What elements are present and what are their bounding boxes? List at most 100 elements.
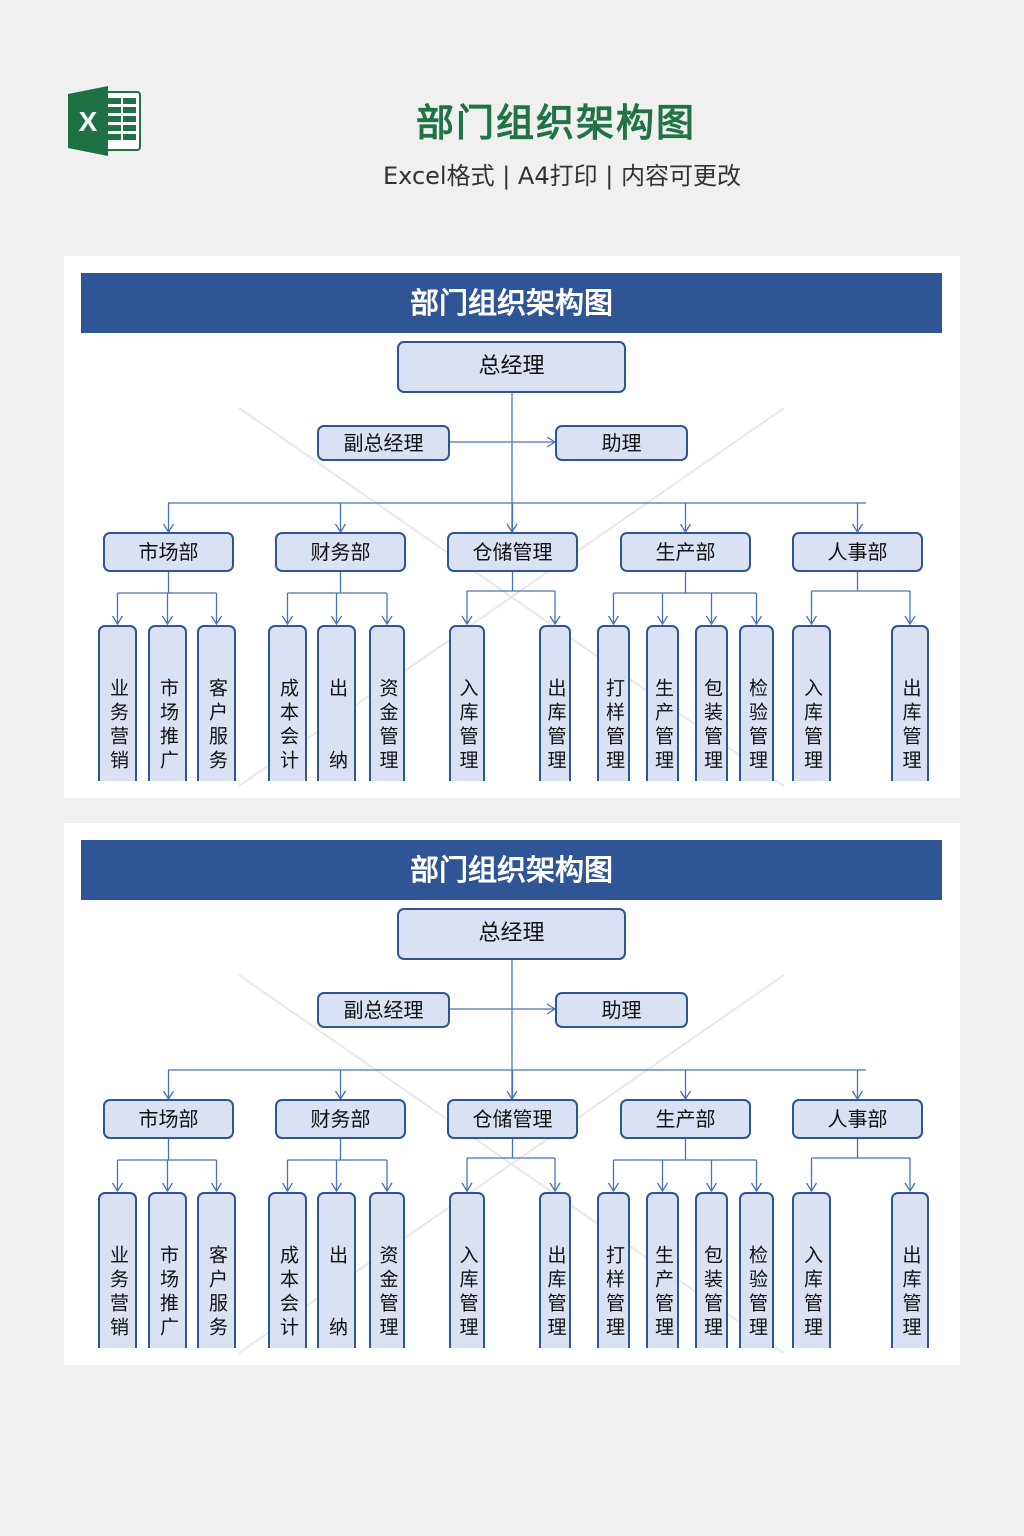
- chart-banner: 部门组织架构图: [81, 273, 942, 333]
- sub-unit-label: 资金管理: [376, 1245, 399, 1341]
- box-sub-unit: 客户服务: [197, 625, 236, 781]
- box-department: 财务部: [275, 532, 406, 572]
- sub-unit-label: 业务营销: [107, 1245, 129, 1341]
- box-sub-unit: 成本会计: [268, 1192, 307, 1348]
- sub-unit-label: 资金管理: [376, 678, 399, 774]
- sub-unit-label: 成本会计: [277, 678, 299, 774]
- sub-unit-label: 入库管理: [456, 1245, 479, 1341]
- svg-text:X: X: [79, 106, 98, 137]
- arrow-icon: [549, 1182, 561, 1193]
- sub-unit-label: 出 纳: [326, 678, 348, 774]
- box-sub-unit: 包装管理: [695, 625, 728, 781]
- arrow-icon: [805, 1182, 818, 1193]
- arrow-icon: [281, 1182, 294, 1193]
- box-sub-unit: 业务营销: [98, 625, 137, 781]
- box-sub-unit: 成本会计: [268, 625, 307, 781]
- sub-unit-label: 生产管理: [652, 1245, 674, 1341]
- box-department: 生产部: [620, 1099, 751, 1139]
- sub-unit-label: 生产管理: [652, 678, 674, 774]
- arrow-icon: [111, 615, 124, 626]
- box-sub-unit: 出库管理: [891, 625, 929, 781]
- box-sub-unit: 资金管理: [369, 1192, 405, 1348]
- box-assistant: 助理: [555, 992, 688, 1028]
- arrow-icon: [330, 615, 343, 626]
- arrow-icon: [111, 1182, 124, 1193]
- arrow-icon: [461, 1182, 473, 1193]
- sub-unit-label: 出库管理: [544, 1245, 567, 1341]
- arrow-icon: [381, 1182, 393, 1193]
- box-department: 仓储管理: [447, 1099, 578, 1139]
- arrow-icon: [750, 1182, 763, 1193]
- box-sub-unit: 出库管理: [539, 625, 571, 781]
- arrow-icon: [607, 615, 620, 626]
- arrow-icon: [161, 615, 174, 626]
- sub-unit-label: 包装管理: [701, 678, 723, 774]
- page-title: 部门组织架构图: [415, 101, 696, 145]
- sub-unit-label: 出 纳: [326, 1245, 348, 1341]
- box-sub-unit: 生产管理: [646, 1192, 679, 1348]
- sub-unit-label: 入库管理: [456, 678, 479, 774]
- sub-unit-label: 客户服务: [206, 678, 228, 774]
- box-general-manager: 总经理: [397, 908, 626, 960]
- sub-unit-label: 成本会计: [277, 1245, 299, 1341]
- arrow-icon: [805, 615, 818, 626]
- arrow-icon: [705, 615, 718, 626]
- arrow-icon: [607, 1182, 620, 1193]
- box-sub-unit: 出库管理: [891, 1192, 929, 1348]
- arrow-icon: [904, 1182, 916, 1193]
- sub-unit-label: 市场推广: [157, 1245, 179, 1341]
- arrow-icon: [461, 615, 473, 626]
- box-deputy-general-manager: 副总经理: [317, 992, 450, 1028]
- box-department: 市场部: [103, 532, 234, 572]
- sub-unit-label: 业务营销: [107, 678, 129, 774]
- box-sub-unit: 生产管理: [646, 625, 679, 781]
- arrow-icon: [330, 1182, 343, 1193]
- sub-unit-label: 打样管理: [603, 1245, 625, 1341]
- box-department: 人事部: [792, 532, 923, 572]
- sub-unit-label: 入库管理: [801, 1245, 823, 1341]
- chart-banner: 部门组织架构图: [81, 840, 942, 900]
- box-department: 市场部: [103, 1099, 234, 1139]
- excel-icon: X: [68, 86, 142, 156]
- box-sub-unit: 入库管理: [449, 625, 485, 781]
- box-sub-unit: 市场推广: [148, 625, 187, 781]
- sub-unit-label: 出库管理: [899, 678, 922, 774]
- arrow-icon: [750, 615, 763, 626]
- arrow-icon: [549, 615, 561, 626]
- sub-unit-label: 出库管理: [899, 1245, 922, 1341]
- box-assistant: 助理: [555, 425, 688, 461]
- sub-unit-label: 检验管理: [746, 678, 768, 774]
- org-chart-panel: 部门组织架构图总经理副总经理助理市场部业务营销市场推广客户服务财务部成本会计出 …: [64, 823, 960, 1365]
- arrow-icon: [904, 615, 916, 626]
- box-sub-unit: 出 纳: [317, 625, 356, 781]
- box-sub-unit: 入库管理: [792, 1192, 831, 1348]
- arrow-icon: [161, 1182, 174, 1193]
- arrow-icon: [210, 615, 223, 626]
- sub-unit-label: 入库管理: [801, 678, 823, 774]
- box-sub-unit: 客户服务: [197, 1192, 236, 1348]
- box-sub-unit: 资金管理: [369, 625, 405, 781]
- arrow-icon: [656, 615, 669, 626]
- box-sub-unit: 打样管理: [597, 625, 630, 781]
- box-department: 生产部: [620, 532, 751, 572]
- org-chart-panel: 部门组织架构图总经理副总经理助理市场部业务营销市场推广客户服务财务部成本会计出 …: [64, 256, 960, 798]
- sub-unit-label: 出库管理: [544, 678, 567, 774]
- arrow-icon: [210, 1182, 223, 1193]
- box-sub-unit: 入库管理: [792, 625, 831, 781]
- arrow-icon: [281, 615, 294, 626]
- box-department: 人事部: [792, 1099, 923, 1139]
- box-sub-unit: 出 纳: [317, 1192, 356, 1348]
- box-sub-unit: 打样管理: [597, 1192, 630, 1348]
- sub-unit-label: 客户服务: [206, 1245, 228, 1341]
- arrow-icon: [705, 1182, 718, 1193]
- box-deputy-general-manager: 副总经理: [317, 425, 450, 461]
- arrow-icon: [656, 1182, 669, 1193]
- box-sub-unit: 入库管理: [449, 1192, 485, 1348]
- box-sub-unit: 业务营销: [98, 1192, 137, 1348]
- sub-unit-label: 市场推广: [157, 678, 179, 774]
- box-sub-unit: 检验管理: [739, 625, 774, 781]
- box-sub-unit: 包装管理: [695, 1192, 728, 1348]
- box-sub-unit: 出库管理: [539, 1192, 571, 1348]
- box-department: 仓储管理: [447, 532, 578, 572]
- sub-unit-label: 检验管理: [746, 1245, 768, 1341]
